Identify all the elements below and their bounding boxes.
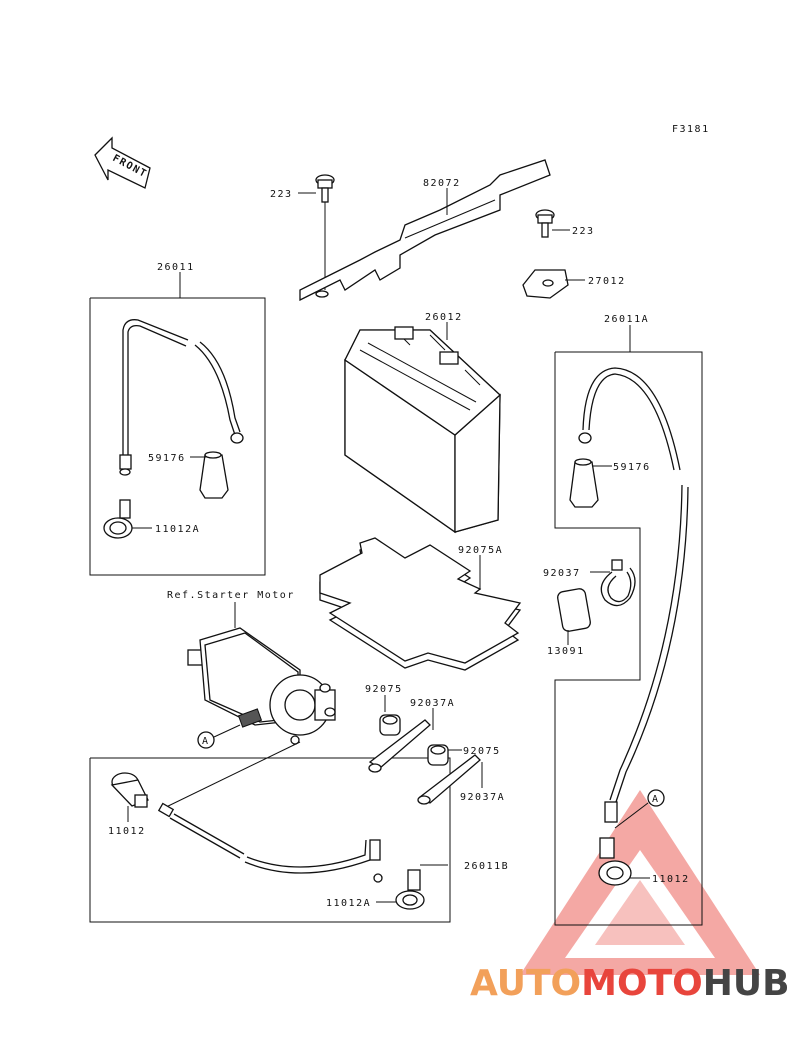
bracket: [522, 269, 569, 299]
label-bracket: 27012: [588, 276, 626, 287]
frame-cable-right: [554, 351, 703, 926]
label-rubber: 13091: [547, 646, 585, 657]
rubber-block: [557, 588, 591, 632]
callout-a-left: A: [197, 708, 263, 749]
battery-strap: [299, 159, 551, 302]
boot-bottom: [395, 869, 425, 910]
label-band: 92037: [543, 568, 581, 579]
cap-right: [569, 458, 599, 508]
label-damper-1: 92075: [365, 684, 403, 695]
damper-1: [379, 714, 401, 736]
watermark-part3: HUB: [703, 963, 790, 1004]
label-damper-2: 92075: [463, 746, 501, 757]
label-boot-bottom: 11012A: [326, 898, 371, 909]
watermark-logo: [520, 790, 760, 975]
watermark-part1: AUTO: [470, 963, 581, 1004]
label-strap: 82072: [423, 178, 461, 189]
label-bolt-top: 223: [270, 189, 293, 200]
front-arrow: FRONT: [94, 136, 151, 189]
frame-cable-left: [89, 297, 266, 576]
bolt-top: [315, 174, 335, 290]
label-boot-left: 11012A: [155, 524, 200, 535]
frame-cable-bottom: [89, 757, 451, 923]
label-boot-right: 11012: [652, 874, 690, 885]
bolt-right: [535, 209, 555, 238]
label-boot-bottom-left: 11012: [108, 826, 146, 837]
clamp-2: [417, 754, 481, 805]
label-cable-bottom: 26011B: [464, 861, 509, 872]
damper-2: [427, 744, 449, 766]
figure-code: F3181: [672, 124, 710, 135]
cable-left: [119, 319, 244, 476]
cable-right: [578, 367, 689, 823]
label-pad: 92075A: [458, 545, 503, 556]
boot-right: [598, 837, 632, 886]
watermark-part2: MOTO: [581, 963, 703, 1004]
callout-letter-left: A: [202, 736, 210, 747]
watermark-text: AUTOMOTOHUB: [470, 963, 790, 1004]
label-battery: 26012: [425, 312, 463, 323]
label-clamp-2: 92037A: [460, 792, 505, 803]
callout-a-right: A: [614, 789, 665, 829]
starter-motor: [187, 627, 336, 745]
label-cable-right: 26011A: [604, 314, 649, 325]
svg-text:AUTOMOTOHUB: AUTOMOTOHUB: [470, 963, 790, 1004]
label-cap-right: 59176: [613, 462, 651, 473]
band: [600, 559, 636, 607]
clamp-1: [368, 719, 431, 773]
cap-left: [199, 451, 229, 499]
boot-bottom-left: [110, 772, 149, 808]
battery-pad: [319, 537, 522, 671]
label-clamp-1: 92037A: [410, 698, 455, 709]
cable-bottom: [157, 802, 383, 883]
callout-letter-right: A: [652, 794, 660, 805]
label-cap-left: 59176: [148, 453, 186, 464]
ref-note: Ref.Starter Motor: [167, 590, 295, 601]
battery: [344, 326, 501, 534]
label-cable-left: 26011: [157, 262, 195, 273]
label-bolt-right: 223: [572, 226, 595, 237]
boot-left: [103, 499, 133, 539]
